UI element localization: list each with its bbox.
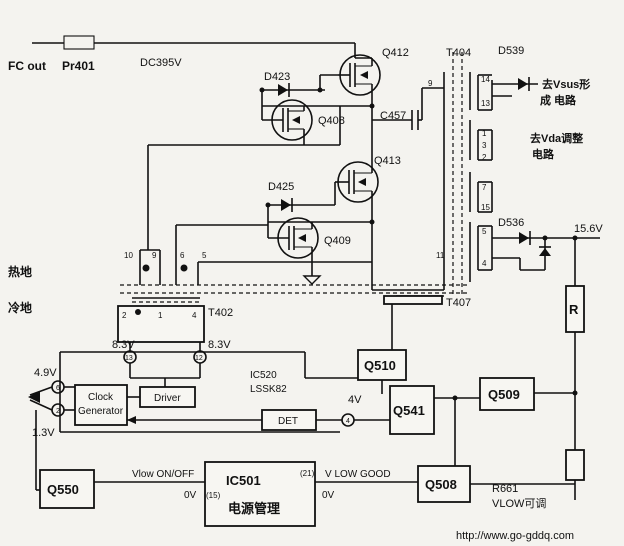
label-t407: T407 (446, 297, 471, 309)
label-t404: T404 (446, 47, 471, 59)
label-ic501-sub: 电源管理 (228, 501, 280, 516)
mosfet-q412 (338, 54, 381, 106)
label-0v-right: 0V (322, 490, 335, 501)
label-clock: Clock (88, 392, 114, 403)
ic501-pin-15: (15) (206, 491, 221, 500)
pin-4: 4 (482, 259, 487, 268)
pin-5: 5 (482, 227, 487, 236)
label-pr401: Pr401 (62, 59, 95, 73)
pin-5-left: 5 (202, 251, 207, 260)
resistor-r661 (565, 449, 585, 481)
label-0v-left: 0V (184, 490, 197, 501)
label-cold-ground: 冷地 (8, 300, 32, 315)
label-vlow-adjustable: VLOW可调 (492, 497, 546, 510)
label-ic501: IC501 (226, 473, 261, 488)
pin-6-left: 6 (180, 251, 185, 260)
ic501-pin-21: (21) (300, 469, 315, 478)
label-to-vda-1: 去Vda调整 (530, 131, 583, 145)
t402-pin-2: 2 (122, 311, 127, 320)
label-hot-ground: 热地 (8, 264, 32, 279)
label-lssk82: LSSK82 (250, 384, 287, 395)
pin-1: 1 (482, 129, 487, 138)
q509-block (479, 377, 535, 411)
label-d539: D539 (498, 45, 524, 57)
label-driver: Driver (154, 393, 181, 404)
q510-block (357, 349, 407, 381)
label-q541: Q541 (393, 403, 425, 418)
fuse-pr401 (63, 35, 95, 50)
pin-7: 7 (482, 183, 487, 192)
label-15v6: 15.6V (574, 223, 603, 235)
label-q509: Q509 (488, 387, 520, 402)
label-d423: D423 (264, 71, 290, 83)
secondary-windings (477, 74, 512, 271)
label-dc395v: DC395V (140, 57, 182, 69)
ic-pin-6: 6 (56, 385, 60, 392)
label-q409: Q409 (324, 235, 351, 247)
mosfet-q409 (267, 217, 319, 270)
clock-generator-block (74, 384, 128, 426)
label-d536: D536 (498, 217, 524, 229)
label-q412: Q412 (382, 47, 409, 59)
label-to-vda-2: 电路 (532, 147, 555, 161)
pin-2: 2 (482, 153, 487, 162)
label-4v: 4V (348, 394, 362, 406)
pin-13: 13 (481, 99, 490, 108)
label-d425: D425 (268, 181, 294, 193)
q550-block (39, 469, 95, 509)
diode-d536 (492, 231, 600, 271)
label-q508: Q508 (425, 477, 457, 492)
ground-symbol (302, 270, 322, 285)
label-q510: Q510 (364, 358, 396, 373)
diode-d423 (259, 83, 325, 106)
input-line (32, 35, 356, 58)
pin-14: 14 (481, 75, 490, 84)
ic501-block (204, 461, 316, 527)
pin-11: 11 (436, 251, 445, 260)
label-q413: Q413 (374, 155, 401, 167)
optocoupler-t407 (383, 295, 443, 305)
mosfet-q408 (261, 99, 313, 145)
label-ic520: IC520 (250, 370, 277, 381)
label-r661: R661 (492, 483, 518, 495)
q541-block (389, 385, 435, 435)
label-13v: 1.3V (32, 427, 55, 439)
label-generator: Generator (78, 406, 124, 417)
ic-pin-2: 2 (56, 408, 60, 415)
ic520-block (59, 351, 340, 433)
label-det: DET (278, 416, 298, 427)
pin-15: 15 (481, 203, 490, 212)
pin-3: 3 (482, 141, 487, 150)
label-q408: Q408 (318, 115, 345, 127)
pin-9-right: 9 (428, 79, 433, 88)
ic-pin-4: 4 (346, 418, 350, 425)
capacitor-c457 (372, 87, 444, 130)
mosfet-q413 (335, 160, 379, 262)
diode-d539 (512, 77, 538, 91)
transformer-t402 (117, 297, 205, 343)
label-to-vsus-2: 成 电路 (540, 93, 577, 107)
label-83v-left: 8.3V (112, 339, 135, 351)
label-t402: T402 (208, 307, 233, 319)
ic-pin-12: 12 (195, 355, 203, 362)
label-r: R (569, 302, 579, 317)
t402-pin-1: 1 (158, 311, 163, 320)
label-url: http://www.go-gddq.com (456, 530, 574, 542)
t402-pin-4: 4 (192, 311, 197, 320)
label-fc-out: FC out (8, 59, 46, 73)
label-to-vsus-1: 去Vsus形 (542, 77, 590, 91)
ic-pin-13: 13 (125, 355, 133, 362)
pin-10: 10 (124, 251, 133, 260)
label-v-low-good: V LOW GOOD (325, 469, 391, 480)
label-83v-right: 8.3V (208, 339, 231, 351)
label-q550: Q550 (47, 482, 79, 497)
pin-9-left: 9 (152, 251, 157, 260)
label-c457: C457 (380, 110, 406, 122)
label-49v: 4.9V (34, 367, 57, 379)
label-vlow-onoff: Vlow ON/OFF (132, 469, 194, 480)
